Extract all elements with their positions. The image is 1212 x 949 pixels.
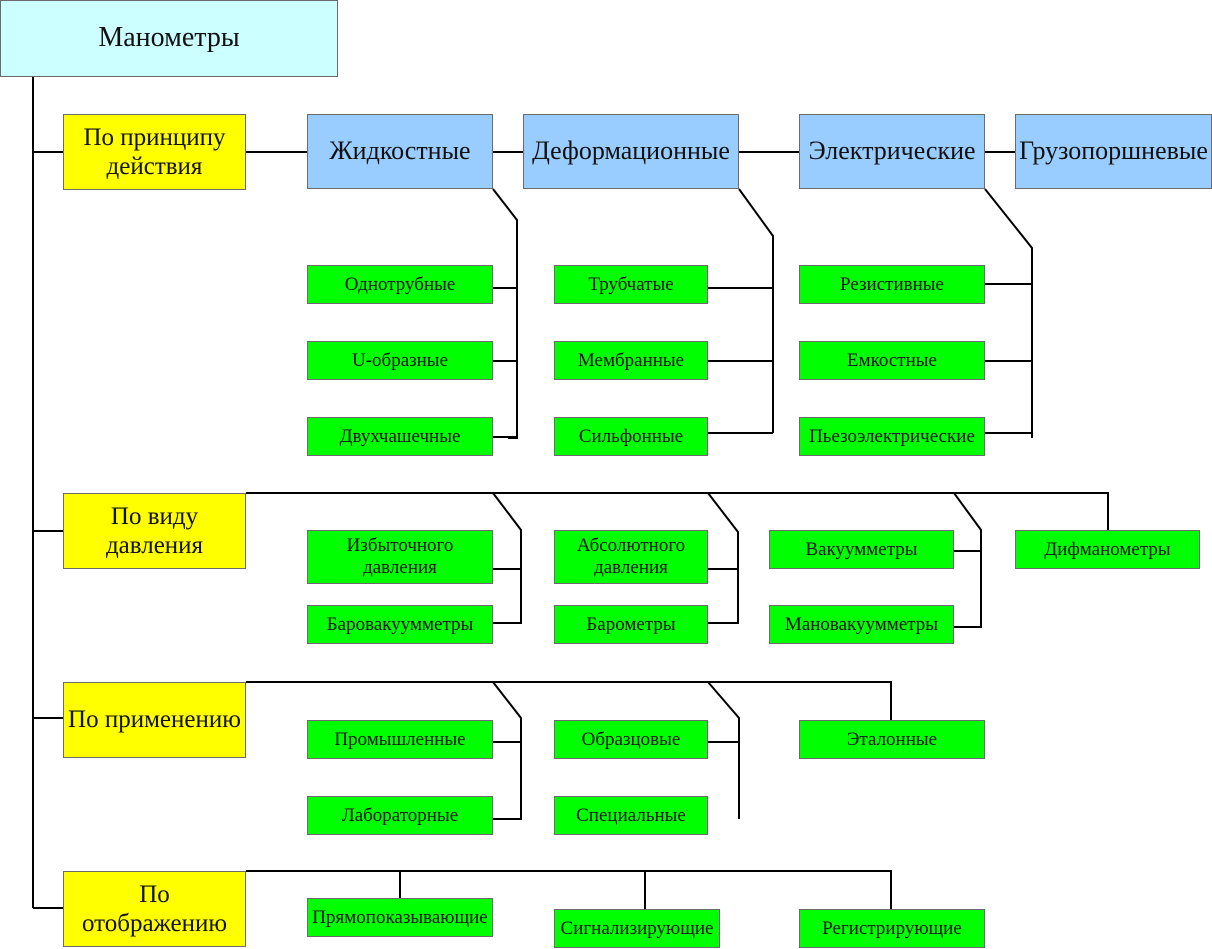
leaf-piezoelectric: Пьезоэлектрические [799, 417, 985, 456]
category-application: По применению [63, 682, 246, 758]
leaf-piezoelectric-label: Пьезоэлектрические [809, 425, 975, 447]
category-application-label: По применению [68, 706, 241, 734]
leaf-direct-reading-label: Прямопоказывающие [312, 906, 488, 928]
leaf-special-label: Специальные [576, 804, 686, 826]
leaf-u-shaped: U-образные [307, 341, 493, 380]
type-electric-label: Электрические [808, 136, 976, 166]
leaf-resistive: Резистивные [799, 265, 985, 304]
leaf-bellows-label: Сильфонные [578, 425, 684, 447]
leaf-special: Специальные [554, 796, 708, 835]
leaf-reference-label: Эталонные [846, 728, 938, 750]
leaf-excess-pressure-line1: Избыточного [346, 535, 454, 557]
leaf-capacitive: Емкостные [799, 341, 985, 380]
category-display-line2: отображению [81, 910, 228, 937]
category-principle-line2: действия [106, 153, 203, 180]
leaf-laboratory: Лабораторные [307, 796, 493, 835]
type-deformation-label: Деформационные [532, 136, 730, 166]
category-pressure-line1: По виду [110, 502, 199, 530]
leaf-reference: Эталонные [799, 720, 985, 759]
type-liquid-label: Жидкостные [329, 136, 471, 166]
leaf-recording-label: Регистрирующие [822, 917, 962, 939]
leaf-two-cup: Двухчашечные [307, 417, 493, 456]
leaf-absolute-pressure-line1: Абсолютного [576, 535, 686, 557]
leaf-excess-pressure-line2: давления [363, 557, 437, 578]
leaf-barovacuum-gauges-label: Баровакуумметры [326, 613, 474, 635]
leaf-sample-label: Образцовые [581, 728, 681, 750]
leaf-barovacuum-gauges: Баровакуумметры [307, 605, 493, 644]
root-node: Манометры [0, 0, 338, 77]
type-piston-label: Грузопоршневые [1019, 136, 1208, 166]
category-pressure: По виду давления [63, 493, 246, 569]
leaf-differential-gauges-label: Дифманометры [1044, 538, 1171, 560]
leaf-recording: Регистрирующие [799, 909, 985, 948]
leaf-absolute-pressure: Абсолютного давления [554, 530, 708, 584]
category-display: По отображению [63, 871, 246, 947]
leaf-signaling-label: Сигнализирующие [560, 917, 714, 939]
type-electric: Электрические [799, 114, 985, 189]
leaf-signaling: Сигнализирующие [554, 909, 720, 948]
leaf-differential-gauges: Дифманометры [1015, 530, 1200, 569]
leaf-sample: Образцовые [554, 720, 708, 759]
leaf-bellows: Сильфонные [554, 417, 708, 456]
leaf-two-cup-label: Двухчашечные [339, 425, 461, 447]
leaf-vacuum-gauges-label: Вакуумметры [805, 538, 918, 560]
leaf-direct-reading: Прямопоказывающие [307, 898, 493, 937]
category-pressure-line2: давления [105, 532, 204, 559]
leaf-u-shaped-label: U-образные [351, 349, 449, 371]
type-piston: Грузопоршневые [1015, 114, 1212, 189]
category-principle: По принципу действия [63, 114, 246, 190]
leaf-laboratory-label: Лабораторные [341, 804, 459, 826]
leaf-membrane-label: Мембранные [577, 349, 685, 371]
leaf-capacitive-label: Емкостные [847, 349, 937, 371]
leaf-barometers-label: Барометры [586, 613, 676, 635]
type-liquid: Жидкостные [307, 114, 493, 189]
leaf-excess-pressure: Избыточного давления [307, 530, 493, 584]
leaf-membrane: Мембранные [554, 341, 708, 380]
leaf-industrial-label: Промышленные [334, 728, 466, 750]
leaf-industrial: Промышленные [307, 720, 493, 759]
root-label: Манометры [98, 22, 240, 54]
leaf-single-tube: Однотрубные [307, 265, 493, 304]
category-display-line1: По [139, 880, 170, 908]
leaf-single-tube-label: Однотрубные [344, 273, 456, 295]
leaf-resistive-label: Резистивные [840, 273, 944, 295]
leaf-vacuum-gauges: Вакуумметры [769, 530, 954, 569]
leaf-manovacuum-gauges-label: Мановакуумметры [784, 613, 939, 635]
category-principle-line1: По принципу [83, 123, 226, 151]
leaf-manovacuum-gauges: Мановакуумметры [769, 605, 954, 644]
leaf-tubular: Трубчатые [554, 265, 708, 304]
leaf-barometers: Барометры [554, 605, 708, 644]
leaf-absolute-pressure-line2: давления [594, 557, 668, 578]
type-deformation: Деформационные [523, 114, 739, 189]
leaf-tubular-label: Трубчатые [588, 273, 674, 295]
